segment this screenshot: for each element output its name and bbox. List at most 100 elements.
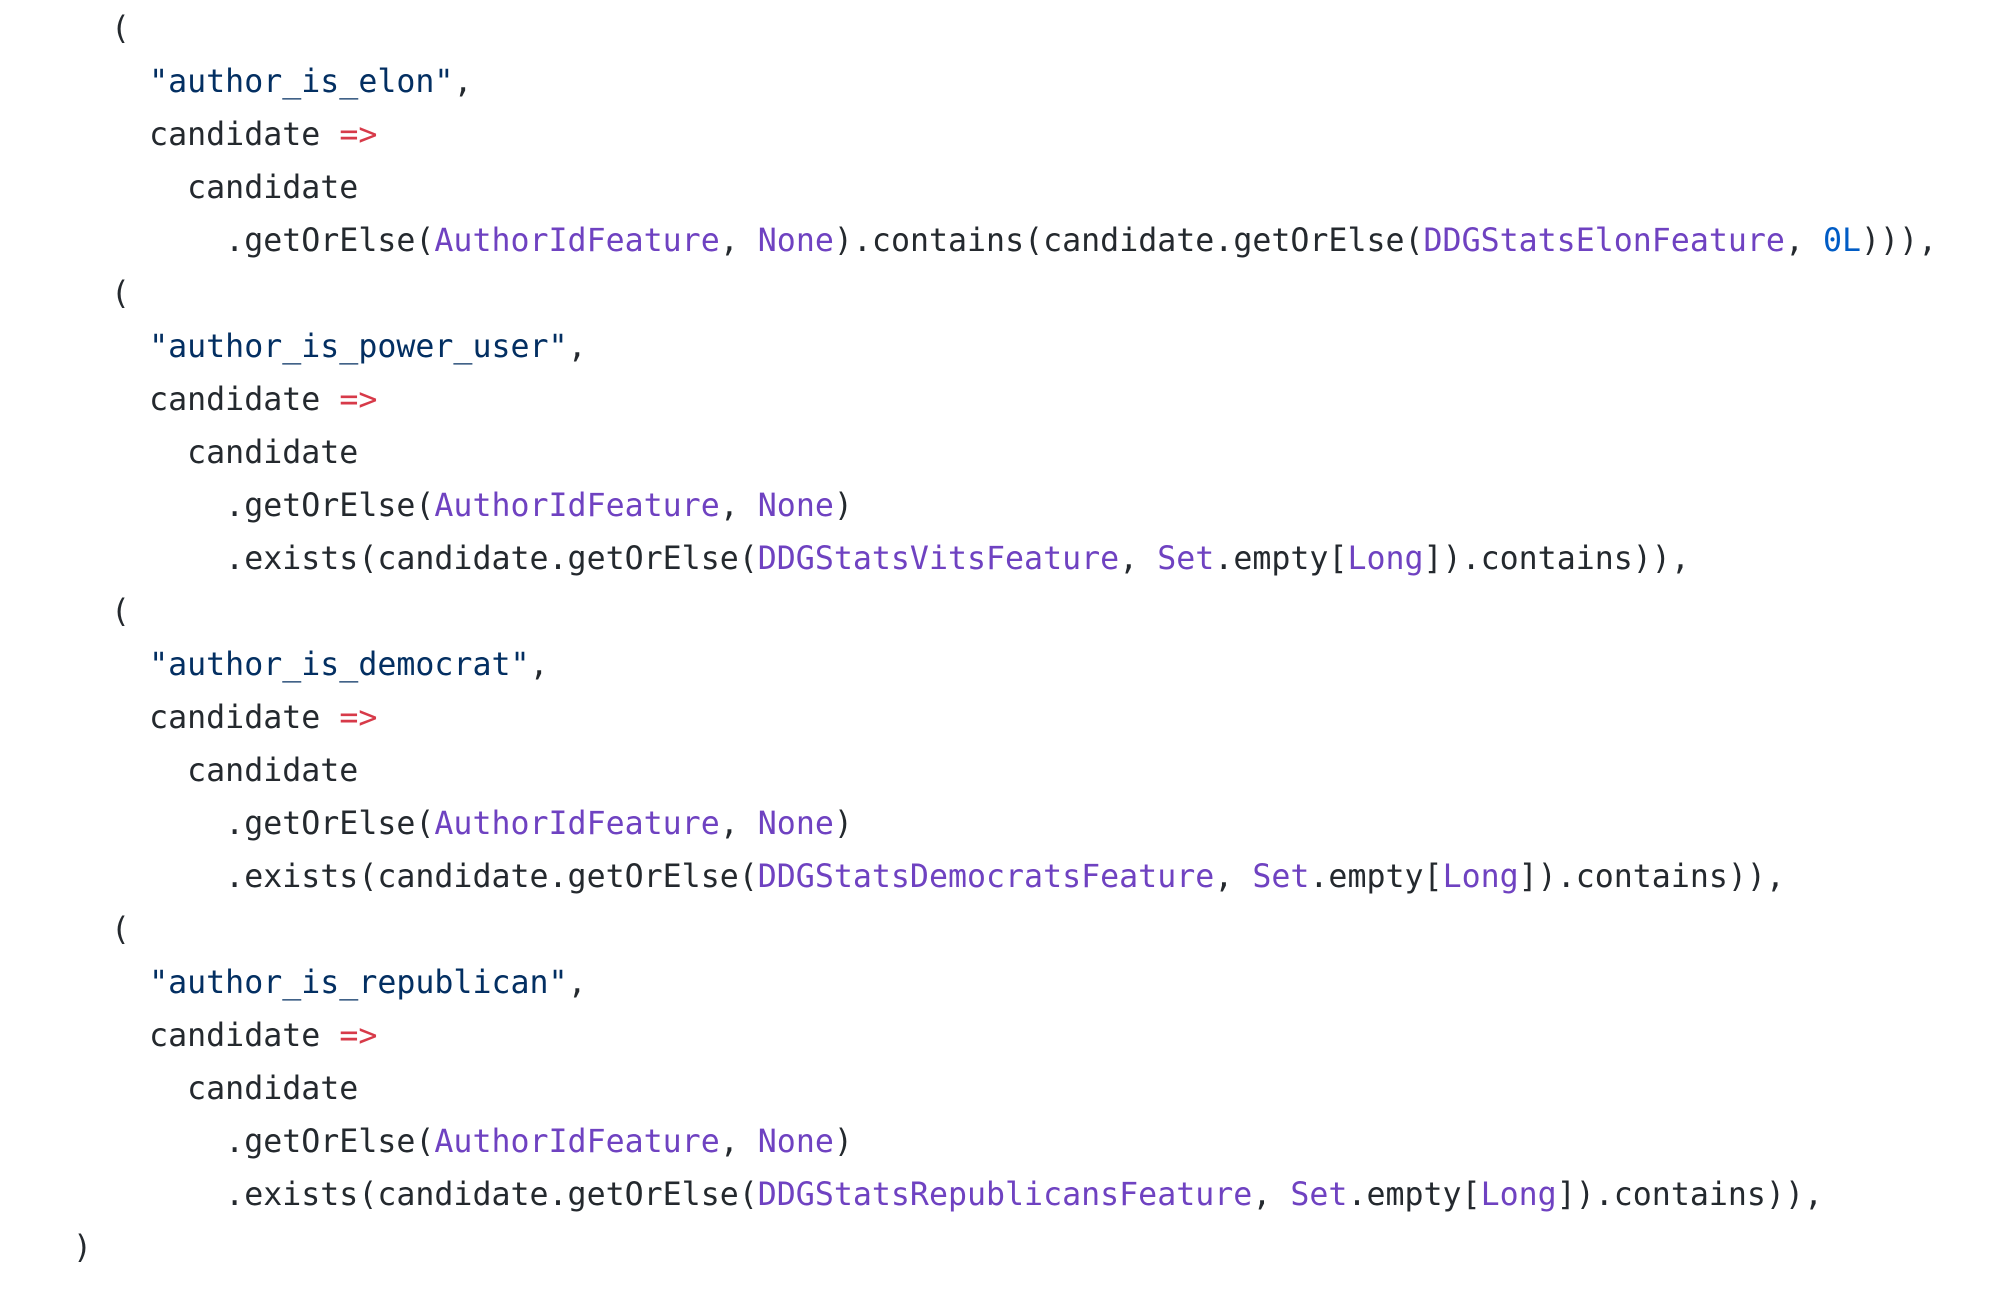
code-line: candidate <box>73 162 1937 215</box>
code-snippet: ( "author_is_elon", candidate => candida… <box>73 3 1937 1275</box>
code-line: .exists(candidate.getOrElse(DDGStatsVits… <box>73 533 1937 586</box>
code-token-type: Long <box>1347 541 1424 577</box>
code-token-plain: .empty[ <box>1309 859 1443 895</box>
code-token-operator: => <box>339 117 378 153</box>
code-line: ( <box>73 904 1937 957</box>
code-token-type: Long <box>1442 859 1519 895</box>
code-token-plain: ) <box>833 806 853 842</box>
code-token-plain: candidate <box>187 753 359 789</box>
code-token-type: DDGStatsElonFeature <box>1423 223 1785 259</box>
code-indent <box>73 647 149 683</box>
code-line: .getOrElse(AuthorIdFeature, None) <box>73 798 1937 851</box>
code-token-plain: ( <box>111 912 131 948</box>
code-token-plain: ).contains(candidate.getOrElse( <box>833 223 1424 259</box>
code-line: .exists(candidate.getOrElse(DDGStatsDemo… <box>73 851 1937 904</box>
code-token-type: DDGStatsDemocratsFeature <box>757 859 1215 895</box>
code-token-string: "author_is_power_user" <box>149 329 568 365</box>
code-token-plain: ) <box>73 1230 93 1266</box>
code-token-plain: , <box>719 1124 758 1160</box>
code-token-plain: , <box>529 647 549 683</box>
code-token-plain: .exists(candidate.getOrElse( <box>225 859 758 895</box>
code-token-string: "author_is_democrat" <box>149 647 530 683</box>
code-token-plain: .getOrElse( <box>225 223 435 259</box>
code-token-type: Set <box>1157 541 1215 577</box>
code-indent <box>73 541 225 577</box>
code-token-plain: .empty[ <box>1347 1177 1481 1213</box>
code-token-type: Set <box>1290 1177 1348 1213</box>
code-indent <box>73 223 225 259</box>
code-token-plain: candidate <box>149 117 340 153</box>
code-token-type: None <box>757 223 834 259</box>
code-indent <box>73 806 225 842</box>
code-token-plain: , <box>567 965 587 1001</box>
code-token-operator: => <box>339 1018 378 1054</box>
code-indent <box>73 594 111 630</box>
code-token-plain: , <box>719 488 758 524</box>
code-token-string: "author_is_elon" <box>149 64 454 100</box>
code-indent <box>73 11 111 47</box>
code-indent <box>73 1071 187 1107</box>
code-line: candidate <box>73 745 1937 798</box>
code-line: .getOrElse(AuthorIdFeature, None) <box>73 480 1937 533</box>
code-token-plain: , <box>1784 223 1823 259</box>
code-indent <box>73 117 149 153</box>
code-token-type: None <box>757 488 834 524</box>
code-token-plain: , <box>567 329 587 365</box>
code-token-plain: candidate <box>149 382 340 418</box>
code-token-plain: , <box>1214 859 1253 895</box>
code-indent <box>73 64 149 100</box>
code-line: candidate => <box>73 692 1937 745</box>
code-token-type: DDGStatsVitsFeature <box>757 541 1120 577</box>
code-line: ( <box>73 586 1937 639</box>
code-token-plain: ]).contains)), <box>1556 1177 1823 1213</box>
code-line: ) <box>73 1222 1937 1275</box>
code-line: candidate => <box>73 374 1937 427</box>
code-token-operator: => <box>339 382 378 418</box>
code-indent <box>73 488 225 524</box>
code-indent <box>73 329 149 365</box>
code-token-constant: 0L <box>1822 223 1862 259</box>
code-token-plain: candidate <box>149 700 340 736</box>
code-token-plain: ( <box>111 594 131 630</box>
code-indent <box>73 1177 225 1213</box>
code-token-plain: ) <box>833 488 853 524</box>
code-token-plain: candidate <box>187 435 359 471</box>
code-token-plain: .exists(candidate.getOrElse( <box>225 541 758 577</box>
code-token-plain: .empty[ <box>1214 541 1348 577</box>
code-token-type: DDGStatsRepublicansFeature <box>757 1177 1253 1213</box>
code-line: candidate <box>73 1063 1937 1116</box>
code-line: "author_is_elon", <box>73 56 1937 109</box>
code-indent <box>73 965 149 1001</box>
code-line: .getOrElse(AuthorIdFeature, None).contai… <box>73 215 1937 268</box>
code-indent <box>73 170 187 206</box>
code-token-type: None <box>757 806 834 842</box>
code-line: .getOrElse(AuthorIdFeature, None) <box>73 1116 1937 1169</box>
code-indent <box>73 276 111 312</box>
code-line: candidate <box>73 427 1937 480</box>
code-indent <box>73 435 187 471</box>
code-token-plain: .exists(candidate.getOrElse( <box>225 1177 758 1213</box>
code-line: "author_is_power_user", <box>73 321 1937 374</box>
code-token-plain: , <box>1119 541 1158 577</box>
code-token-plain: ( <box>111 11 131 47</box>
code-token-type: AuthorIdFeature <box>434 1124 720 1160</box>
code-token-plain: ]).contains)), <box>1518 859 1785 895</box>
code-token-plain: candidate <box>187 170 359 206</box>
code-line: candidate => <box>73 109 1937 162</box>
code-line: "author_is_democrat", <box>73 639 1937 692</box>
code-token-type: AuthorIdFeature <box>434 806 720 842</box>
code-line: ( <box>73 268 1937 321</box>
code-line: .exists(candidate.getOrElse(DDGStatsRepu… <box>73 1169 1937 1222</box>
code-token-plain: ]).contains)), <box>1423 541 1690 577</box>
code-indent <box>73 753 187 789</box>
code-token-plain: , <box>719 806 758 842</box>
code-line: ( <box>73 3 1937 56</box>
code-token-string: "author_is_republican" <box>149 965 568 1001</box>
code-token-plain: .getOrElse( <box>225 488 435 524</box>
code-token-type: Long <box>1480 1177 1557 1213</box>
code-token-plain: candidate <box>149 1018 340 1054</box>
code-indent <box>73 700 149 736</box>
code-token-plain: , <box>1252 1177 1291 1213</box>
code-token-type: AuthorIdFeature <box>434 488 720 524</box>
code-indent <box>73 859 225 895</box>
